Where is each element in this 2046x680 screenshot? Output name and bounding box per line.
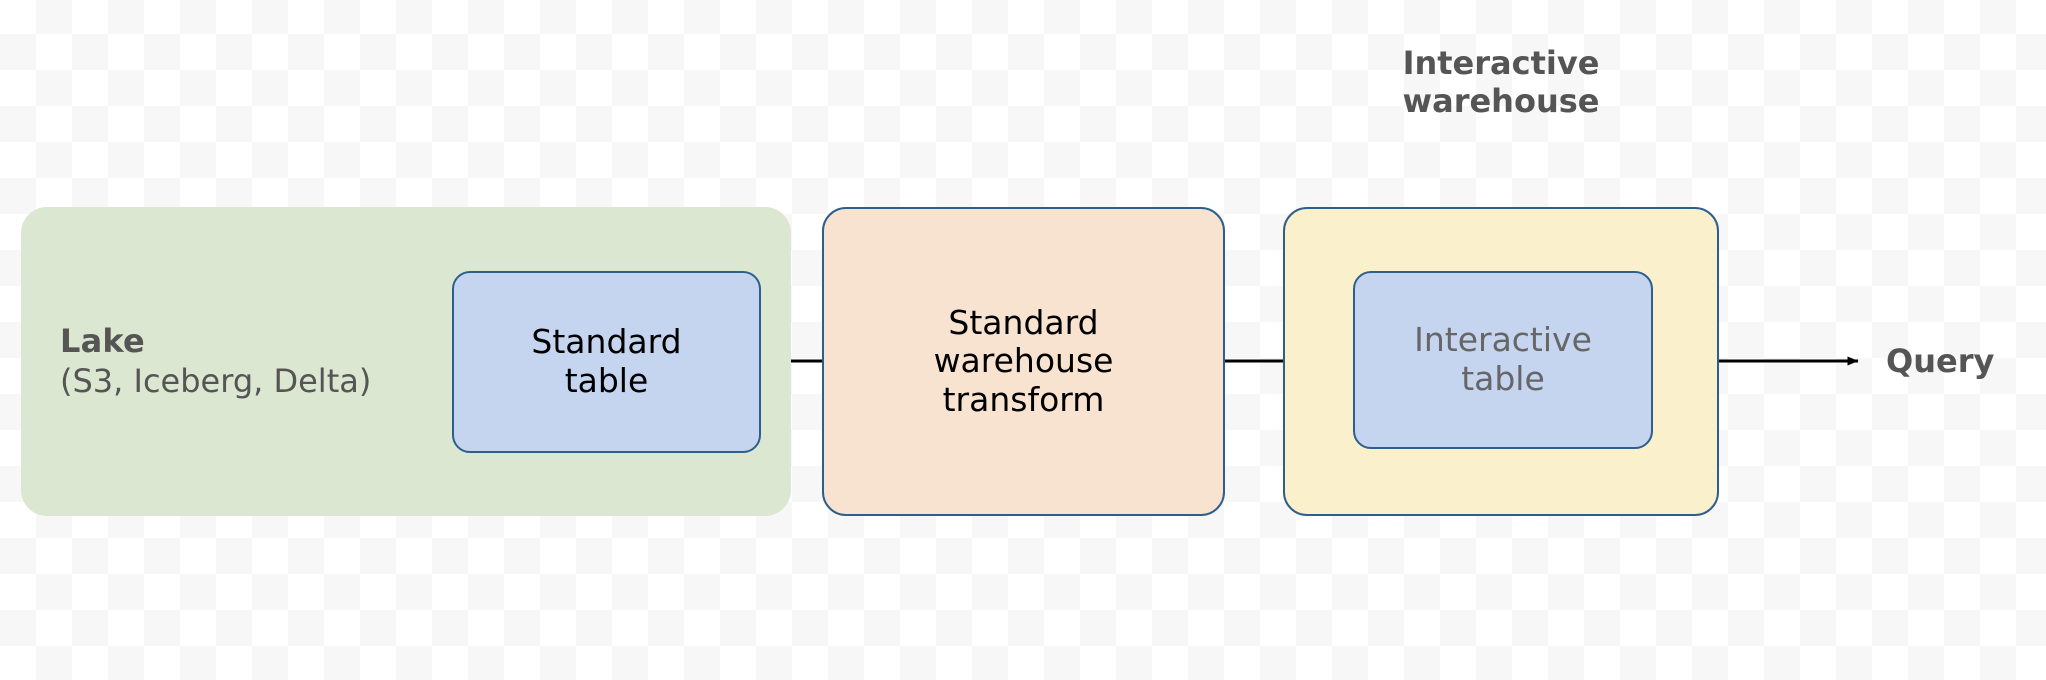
warehouse-transform-node[interactable]: Standard warehouse transform xyxy=(822,207,1225,516)
lake-text-block: Lake (S3, Iceberg, Delta) xyxy=(60,321,371,403)
interactive-table-node[interactable]: Interactive table xyxy=(1353,271,1653,449)
interactive-warehouse-heading: Interactive warehouse xyxy=(1402,44,1600,120)
standard-table-node[interactable]: Standard table xyxy=(452,271,761,453)
query-label: Query xyxy=(1886,342,1995,380)
standard-table-label: Standard table xyxy=(531,322,682,400)
lake-title: Lake xyxy=(60,321,145,360)
interactive-table-label: Interactive table xyxy=(1414,320,1592,398)
lake-subtitle: (S3, Iceberg, Delta) xyxy=(60,362,372,401)
warehouse-transform-label: Standard warehouse transform xyxy=(933,302,1114,419)
